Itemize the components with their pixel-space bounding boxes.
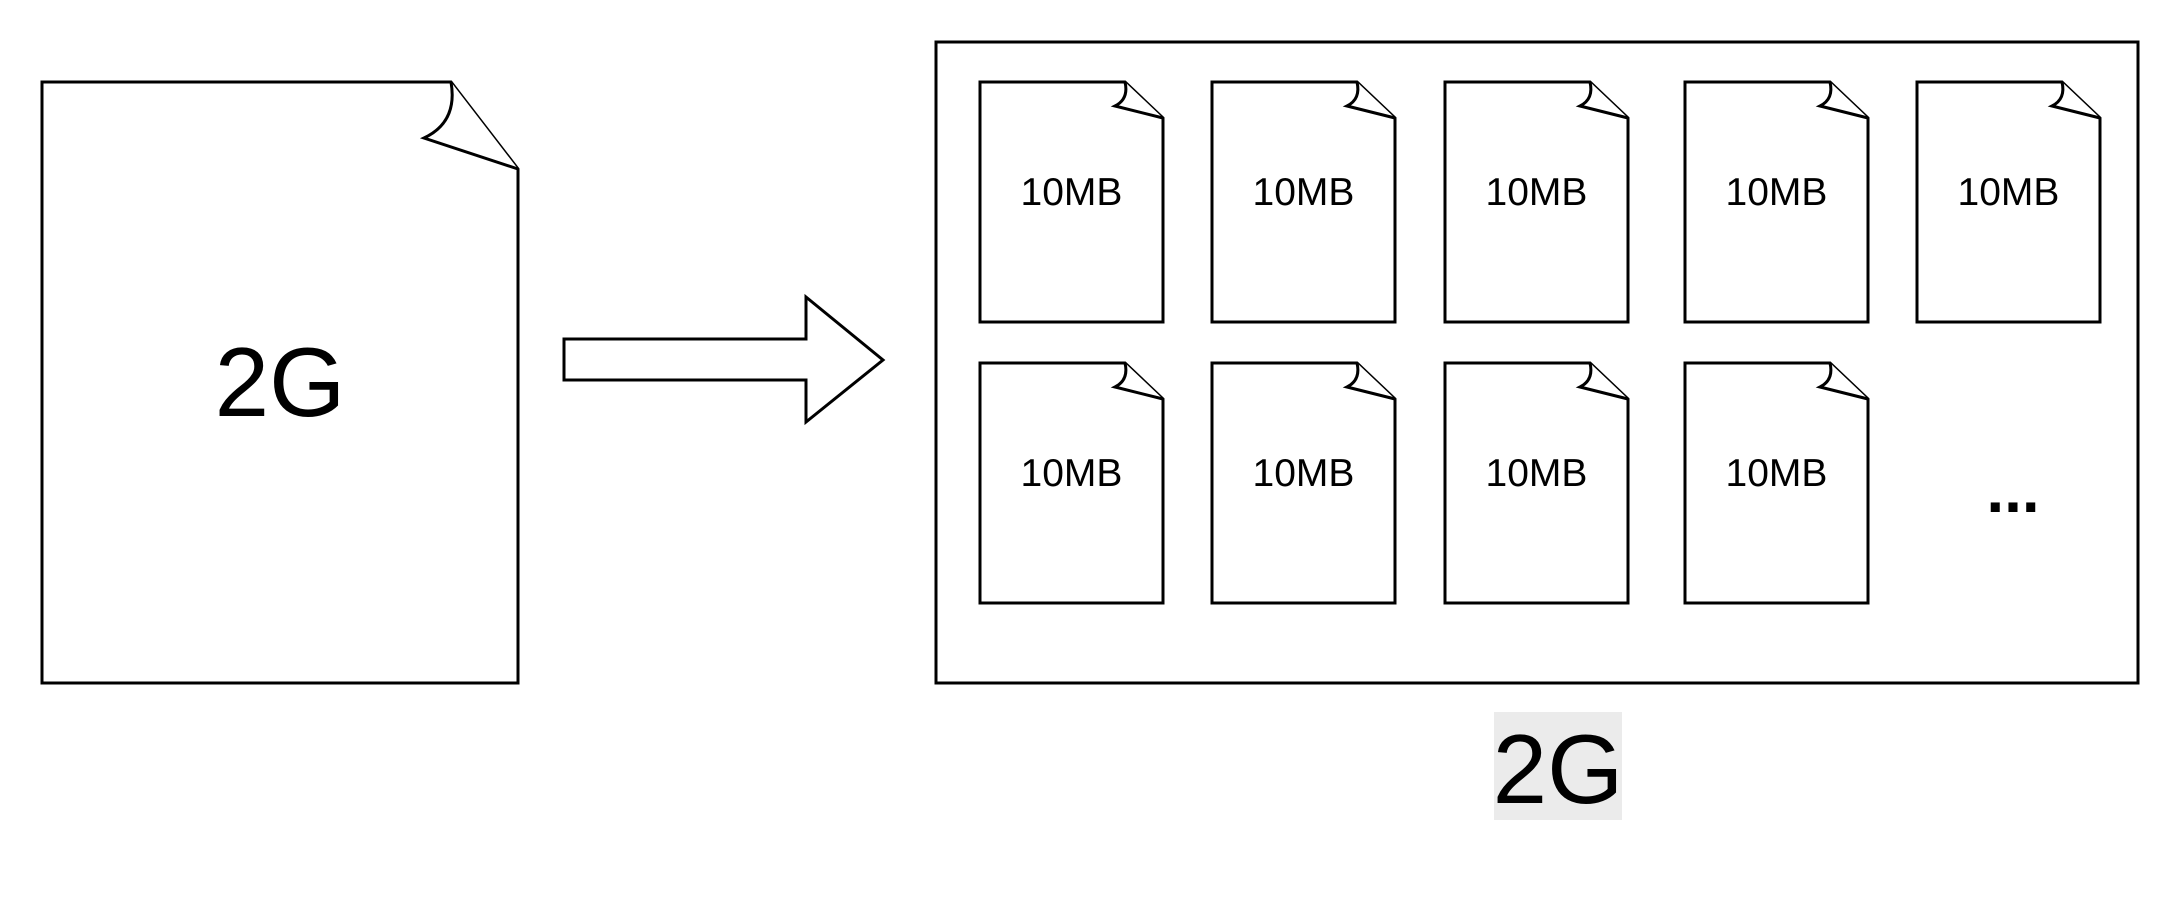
chunk-size-label: 10MB xyxy=(1486,452,1588,495)
chunk-file: 10MB xyxy=(978,361,1165,605)
chunk-file: 10MB xyxy=(1443,361,1630,605)
chunk-size-label: 10MB xyxy=(1726,171,1828,214)
chunk-fold-corner xyxy=(1110,81,1164,120)
chunk-fold-corner xyxy=(1342,81,1396,120)
chunk-fold-corner xyxy=(1815,81,1869,120)
chunk-fold-corner xyxy=(1110,362,1164,401)
chunk-file: 10MB xyxy=(1915,80,2102,324)
chunk-fold-corner xyxy=(1575,362,1629,401)
chunk-file-icon xyxy=(1443,361,1630,605)
chunk-file-icon xyxy=(1683,361,1870,605)
chunk-file-icon xyxy=(1210,80,1397,324)
source-file: 2G xyxy=(40,80,520,685)
source-file-label: 2G xyxy=(215,327,346,437)
chunk-fold-corner xyxy=(2047,81,2101,120)
more-chunks-ellipsis: ... xyxy=(1986,454,2039,526)
container-caption-label: 2G xyxy=(1493,714,1624,824)
chunk-size-label: 10MB xyxy=(1021,171,1123,214)
chunk-fold-corner xyxy=(1575,81,1629,120)
chunk-file-icon xyxy=(1443,80,1630,324)
chunk-file-icon xyxy=(978,361,1165,605)
chunk-fold-corner xyxy=(1342,362,1396,401)
chunk-size-label: 10MB xyxy=(1253,171,1355,214)
chunk-file-icon xyxy=(1683,80,1870,324)
chunk-size-label: 10MB xyxy=(1726,452,1828,495)
chunk-file: 10MB xyxy=(1210,80,1397,324)
chunk-file: 10MB xyxy=(1683,80,1870,324)
chunk-size-label: 10MB xyxy=(1021,452,1123,495)
chunk-fold-corner xyxy=(1815,362,1869,401)
chunk-size-label: 10MB xyxy=(1486,171,1588,214)
source-file-page-icon xyxy=(40,80,520,685)
chunk-size-label: 10MB xyxy=(1253,452,1355,495)
chunk-file-icon xyxy=(1915,80,2102,324)
chunk-file: 10MB xyxy=(1683,361,1870,605)
chunk-file: 10MB xyxy=(1443,80,1630,324)
source-file-fold-corner xyxy=(419,81,519,171)
container-caption: 2G xyxy=(1493,712,1624,824)
chunk-file: 10MB xyxy=(978,80,1165,324)
split-arrow-icon xyxy=(562,293,886,426)
chunk-file-icon xyxy=(1210,361,1397,605)
chunk-size-label: 10MB xyxy=(1958,171,2060,214)
caption-highlight xyxy=(1494,712,1622,820)
chunk-file: 10MB xyxy=(1210,361,1397,605)
chunk-grid: 10MB 10MB 10MB 10MB 10MB 10MB 10MB 10MB 10MB xyxy=(978,80,2102,605)
chunk-file-icon xyxy=(978,80,1165,324)
